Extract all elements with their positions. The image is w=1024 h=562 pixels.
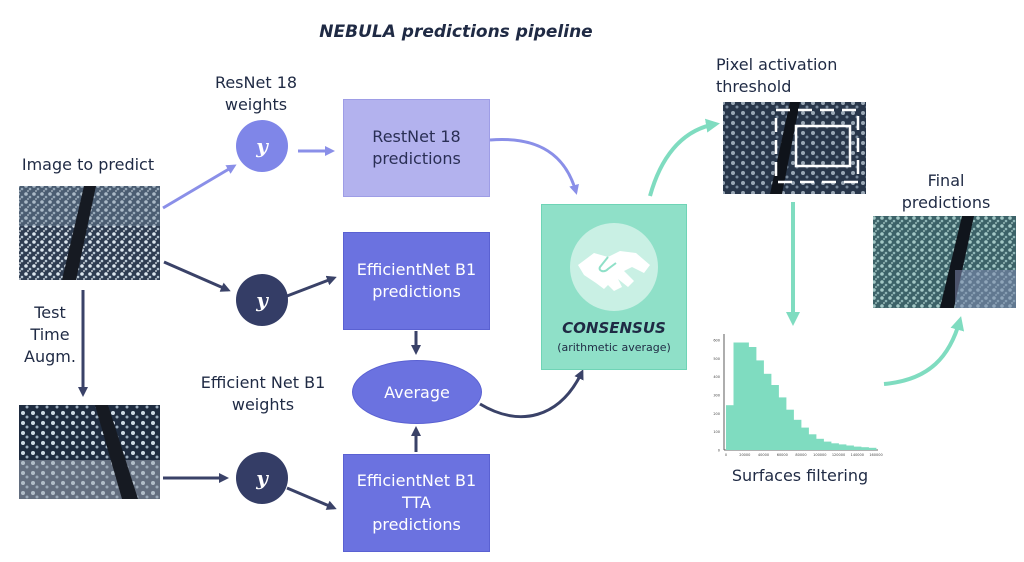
arrow-effnet-weights-to-pred <box>286 275 337 298</box>
tta-label-line1: Test <box>34 303 66 322</box>
histogram-bar <box>778 397 787 450</box>
final-predictions-line2: predictions <box>901 193 991 212</box>
histogram-bar <box>861 447 869 450</box>
histogram-bar <box>846 445 854 450</box>
histogram-y-tick: 600 <box>713 339 720 343</box>
histogram-bar <box>756 360 764 450</box>
histogram-y-tick: 500 <box>713 357 720 361</box>
histogram-y-tick: 100 <box>713 430 720 434</box>
tta-image <box>19 405 160 499</box>
consensus-subtitle: (arithmetic average) <box>557 341 671 354</box>
histogram-x-tick: 100000 <box>813 453 826 457</box>
histogram-bar <box>793 419 802 450</box>
histogram-y-tick: 300 <box>713 394 720 398</box>
histogram-bar <box>838 444 847 450</box>
pixel-threshold-label: Pixel activation threshold <box>716 54 876 98</box>
effnet-weights-label-line1: Efficient Net B1 <box>200 373 326 392</box>
histogram-x-tick: 80000 <box>795 453 806 457</box>
histogram-bar <box>786 409 794 450</box>
histogram-bar <box>831 443 839 450</box>
histogram-bar <box>823 441 832 450</box>
effnet-pred-line2: predictions <box>372 282 461 301</box>
handshake-icon <box>570 223 658 311</box>
histogram-bar <box>733 342 742 450</box>
page-title: NEBULA predictions pipeline <box>319 22 593 42</box>
histogram-bar <box>853 446 862 450</box>
histogram-bar <box>741 342 749 450</box>
histogram-chart: 600 500 400 300 200 100 0 0 20000 40000 60000 8000… <box>706 331 883 457</box>
histogram-x-tick: 60000 <box>777 453 788 457</box>
histogram-bar <box>868 447 877 450</box>
tta-label-line3: Augm. <box>24 347 76 366</box>
final-predictions-line1: Final <box>927 171 965 190</box>
histogram-y-tick: 0 <box>718 449 720 453</box>
resnet-pred-line2: predictions <box>372 149 461 168</box>
histogram-bar <box>748 347 757 450</box>
resnet-weights-label-line2: weights <box>224 95 288 114</box>
effnet-tta-line3: predictions <box>372 515 461 534</box>
effnet-weights-node: y <box>236 274 288 326</box>
effnet-tta-line2: TTA <box>402 493 431 512</box>
pixel-threshold-line2: threshold <box>716 77 792 96</box>
input-image <box>19 186 160 280</box>
effnet-pred-line1: EfficientNet B1 <box>356 260 477 279</box>
tta-label-line2: Time <box>30 325 70 344</box>
histogram-x-tick: 0 <box>725 453 727 457</box>
average-node: Average <box>352 360 482 424</box>
effnet-tta-weights-node: y <box>236 452 288 504</box>
histogram-y-tick: 200 <box>713 412 720 416</box>
histogram-x-tick: 140000 <box>851 453 864 457</box>
histogram-x-tick: 160000 <box>869 453 882 457</box>
arrow-effnet-weights-to-tta-pred <box>286 486 337 510</box>
final-predictions-image <box>873 216 1016 308</box>
histogram-bar <box>726 405 734 450</box>
histogram-x-tick: 120000 <box>832 453 845 457</box>
arrow-input-to-resnet-weights <box>162 164 237 210</box>
pixel-threshold-line1: Pixel activation <box>716 55 838 74</box>
histogram-bar <box>771 385 779 450</box>
consensus-title: CONSENSUS <box>562 319 666 337</box>
effnet-weights-label: Efficient Net B1 weights <box>182 372 344 416</box>
arrow-resnet-pred-to-consensus <box>489 137 579 195</box>
effnet-tta-line1: EfficientNet B1 <box>356 471 477 490</box>
threshold-image <box>723 102 866 194</box>
histogram-x-tick: 40000 <box>758 453 769 457</box>
histogram-bar <box>763 373 772 450</box>
image-to-predict-label: Image to predict <box>21 155 155 174</box>
final-predictions-label: Final predictions <box>886 170 1006 214</box>
surfaces-filtering-label: Surfaces filtering <box>731 466 869 485</box>
consensus-box: CONSENSUS (arithmetic average) <box>541 204 687 370</box>
effnet-predictions-box: EfficientNet B1 predictions <box>343 232 490 330</box>
arrow-filtering-to-final <box>883 316 965 386</box>
arrow-consensus-to-threshold <box>648 118 720 197</box>
histogram-bar <box>808 434 817 450</box>
resnet-weights-label: ResNet 18 weights <box>196 72 316 116</box>
arrow-input-to-effnet-weights <box>163 260 231 292</box>
histogram-bar <box>801 427 809 450</box>
resnet-pred-line1: RestNet 18 <box>372 127 461 146</box>
histogram-y-tick: 400 <box>713 375 720 379</box>
resnet-weights-label-line1: ResNet 18 <box>214 73 298 92</box>
arrow-average-to-consensus <box>479 369 584 419</box>
resnet-weights-node: y <box>236 120 288 172</box>
effnet-weights-label-line2: weights <box>231 395 295 414</box>
resnet-predictions-box: RestNet 18 predictions <box>343 99 490 197</box>
histogram-bar <box>816 438 824 450</box>
histogram-x-tick: 20000 <box>739 453 750 457</box>
tta-label: Test Time Augm. <box>18 302 82 368</box>
effnet-tta-predictions-box: EfficientNet B1 TTA predictions <box>343 454 490 552</box>
